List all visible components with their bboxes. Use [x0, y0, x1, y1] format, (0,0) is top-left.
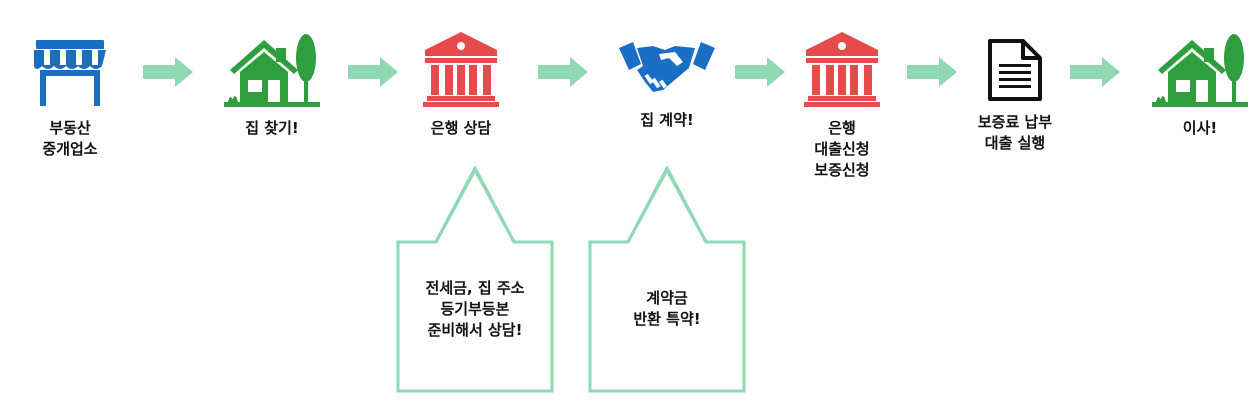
house-icon	[224, 34, 320, 107]
step-label: 부동산 중개업소	[42, 119, 98, 158]
bank-icon	[423, 32, 499, 107]
callout-arrow-shape	[588, 166, 746, 393]
step-label: 은행 대출신청 보증신청	[814, 119, 870, 179]
step-label: 보증료 납부 대출 실행	[977, 113, 1053, 152]
callout-text: 계약금 반환 특약!	[633, 289, 701, 328]
handshake-icon	[619, 42, 715, 92]
flow-arrow	[538, 57, 588, 87]
step-real-estate-agency: 부동산 중개업소	[10, 38, 130, 160]
flow-arrow	[348, 57, 398, 87]
bank-icon	[804, 32, 880, 107]
flow-arrow	[1070, 57, 1120, 87]
step-label: 집 계약!	[640, 111, 694, 129]
flow-arrow	[907, 57, 957, 87]
step-guarantee-fee-payment: 보증료 납부 대출 실행	[955, 38, 1075, 154]
flow-arrow	[735, 57, 785, 87]
flow-arrow	[143, 57, 193, 87]
step-move-in: 이사!	[1140, 30, 1260, 139]
callout-bank-consultation-tip: 전세금, 집 주소 등기부등본 준비해서 상담!	[396, 166, 554, 393]
callout-text: 전세금, 집 주소 등기부등본 준비해서 상담!	[425, 279, 525, 339]
step-bank-loan-application: 은행 대출신청 보증신청	[782, 30, 902, 181]
document-icon	[988, 39, 1042, 101]
callout-arrow-shape	[396, 166, 554, 393]
step-label: 집 찾기!	[245, 119, 299, 137]
store-icon	[34, 40, 106, 106]
step-bank-consultation: 은행 상담	[401, 30, 521, 139]
step-house-contract: 집 계약!	[607, 40, 727, 131]
step-label: 은행 상담	[430, 119, 492, 137]
callout-contract-tip: 계약금 반환 특약!	[588, 166, 746, 393]
step-label: 이사!	[1182, 119, 1218, 137]
step-find-house: 집 찾기!	[212, 30, 332, 139]
house-icon	[1152, 34, 1248, 107]
